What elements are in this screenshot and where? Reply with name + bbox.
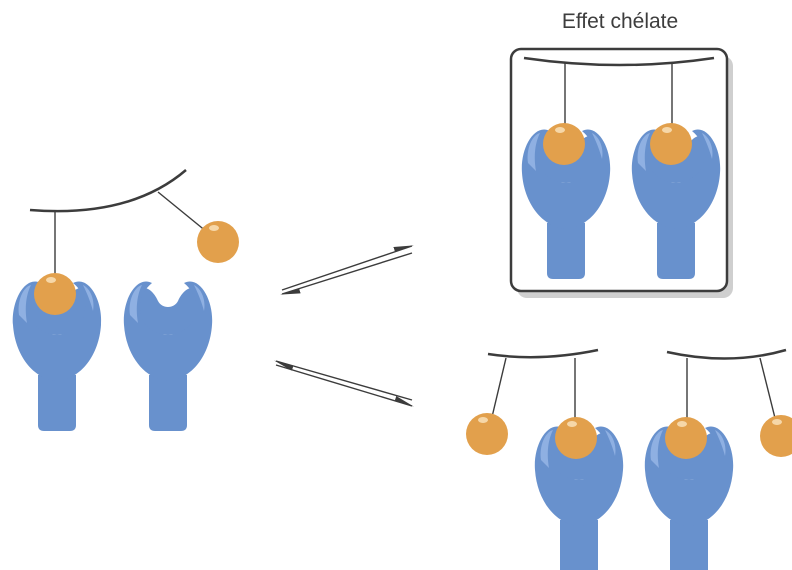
left-receptor-empty (123, 281, 213, 431)
diagram-title: Effet chélate (561, 10, 679, 33)
left-ligand-bound (34, 273, 76, 315)
left-linker-free (157, 191, 208, 233)
bottom-ligand-bound-1 (555, 417, 597, 459)
chelate-box (509, 47, 733, 298)
equilibrium-arrows-upper (280, 245, 414, 295)
chelate-ligand-1 (543, 123, 585, 165)
left-ligand-free (197, 221, 239, 263)
equilibrium-arrows-lower (274, 360, 414, 407)
left-chelator-backbone (29, 169, 187, 213)
bottom-ligand-free-right (760, 415, 792, 457)
bottom-ligand-bound-2 (665, 417, 707, 459)
bottom-ligand-free-left (466, 413, 508, 455)
bottom-right-group (466, 348, 792, 570)
left-group (12, 169, 239, 431)
bottom-backbone-1 (487, 348, 599, 359)
bottom-backbone-2 (666, 348, 787, 360)
chelate-backbone (523, 56, 715, 67)
chelate-ligand-2 (650, 123, 692, 165)
